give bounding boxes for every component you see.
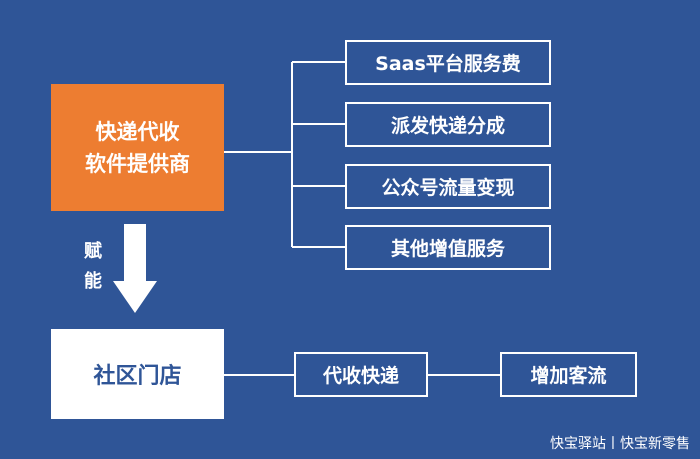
- service-label: 其他增值服务: [390, 238, 505, 260]
- store-label: 社区门店: [93, 364, 182, 389]
- down-arrow-shaft: [124, 224, 146, 281]
- service-box-traffic-monetization: 公众号流量变现: [345, 164, 551, 209]
- provider-line-2: 软件提供商: [85, 151, 190, 176]
- service-box-saas: Saas平台服务费: [345, 40, 551, 85]
- provider-box: 快递代收 软件提供商: [51, 84, 224, 211]
- flow-box-increase-traffic: 增加客流: [500, 352, 637, 397]
- footer-watermark: 快宝驿站丨快宝新零售: [550, 436, 690, 452]
- service-box-value-added: 其他增值服务: [345, 225, 551, 270]
- down-arrow-head: [113, 281, 157, 313]
- provider-line-1: 快递代收: [95, 119, 180, 144]
- service-label: Saas平台服务费: [375, 53, 521, 75]
- service-box-delivery-share: 派发快递分成: [345, 102, 551, 147]
- flow-box-collect-parcels: 代收快递: [294, 352, 428, 397]
- flow-label: 增加客流: [530, 365, 607, 387]
- service-label: 公众号流量变现: [381, 177, 515, 199]
- empower-char-2: 能: [84, 271, 102, 292]
- store-box: 社区门店: [51, 329, 224, 419]
- empower-label: 赋 能: [78, 237, 108, 297]
- flow-label: 代收快递: [322, 365, 399, 387]
- empower-char-1: 赋: [84, 241, 102, 262]
- service-label: 派发快递分成: [390, 115, 505, 137]
